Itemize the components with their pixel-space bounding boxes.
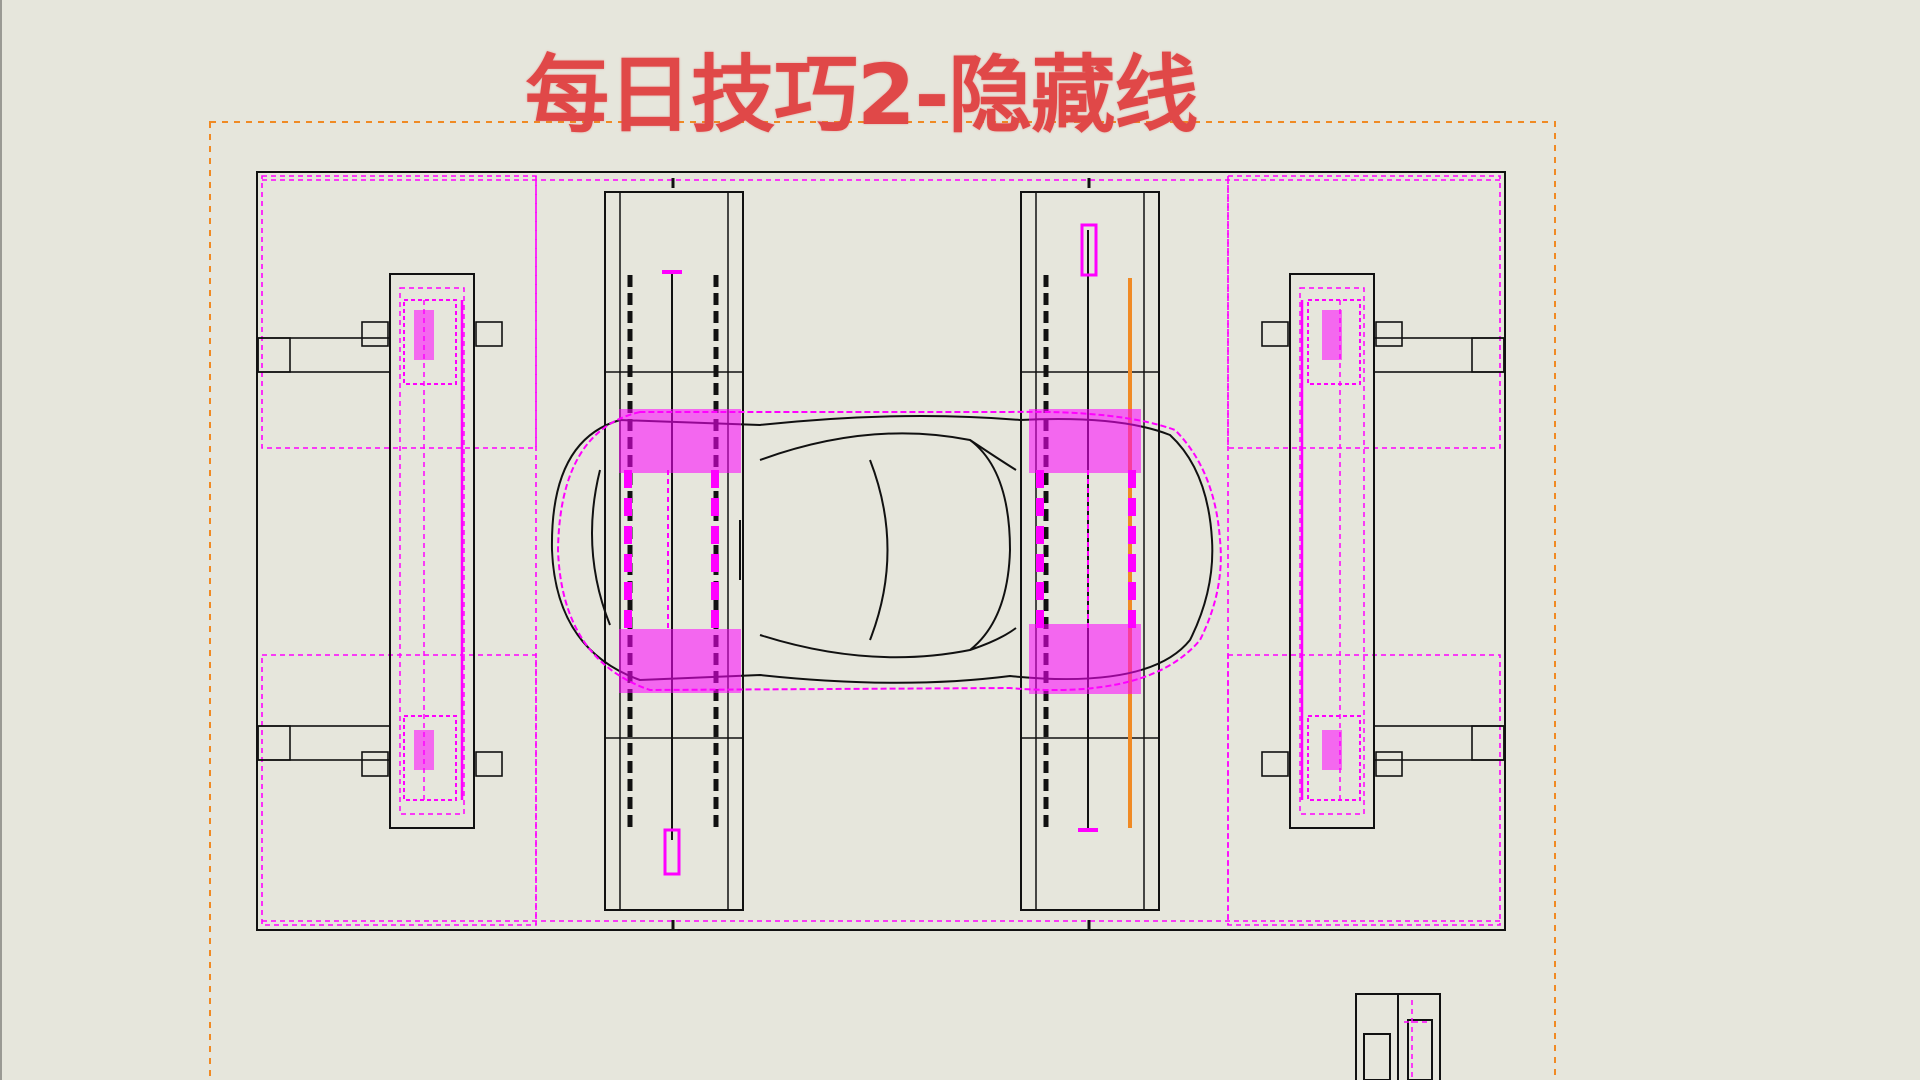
view-boundary[interactable] [209,121,1556,1080]
left-beam-assembly[interactable] [257,273,503,829]
hidden-zone-lines [261,175,1501,926]
video-title-overlay: 每日技巧2-隐藏线 [525,46,1198,144]
right-beam-assembly[interactable] [1261,273,1505,829]
hidden-suspension-lines [556,409,1222,694]
left-rail-assembly[interactable] [604,178,744,930]
frame-outline[interactable] [256,171,1506,931]
right-rail-assembly[interactable] [1020,178,1160,930]
car-body[interactable] [550,415,1214,684]
bottom-right-part[interactable] [1355,993,1441,1080]
